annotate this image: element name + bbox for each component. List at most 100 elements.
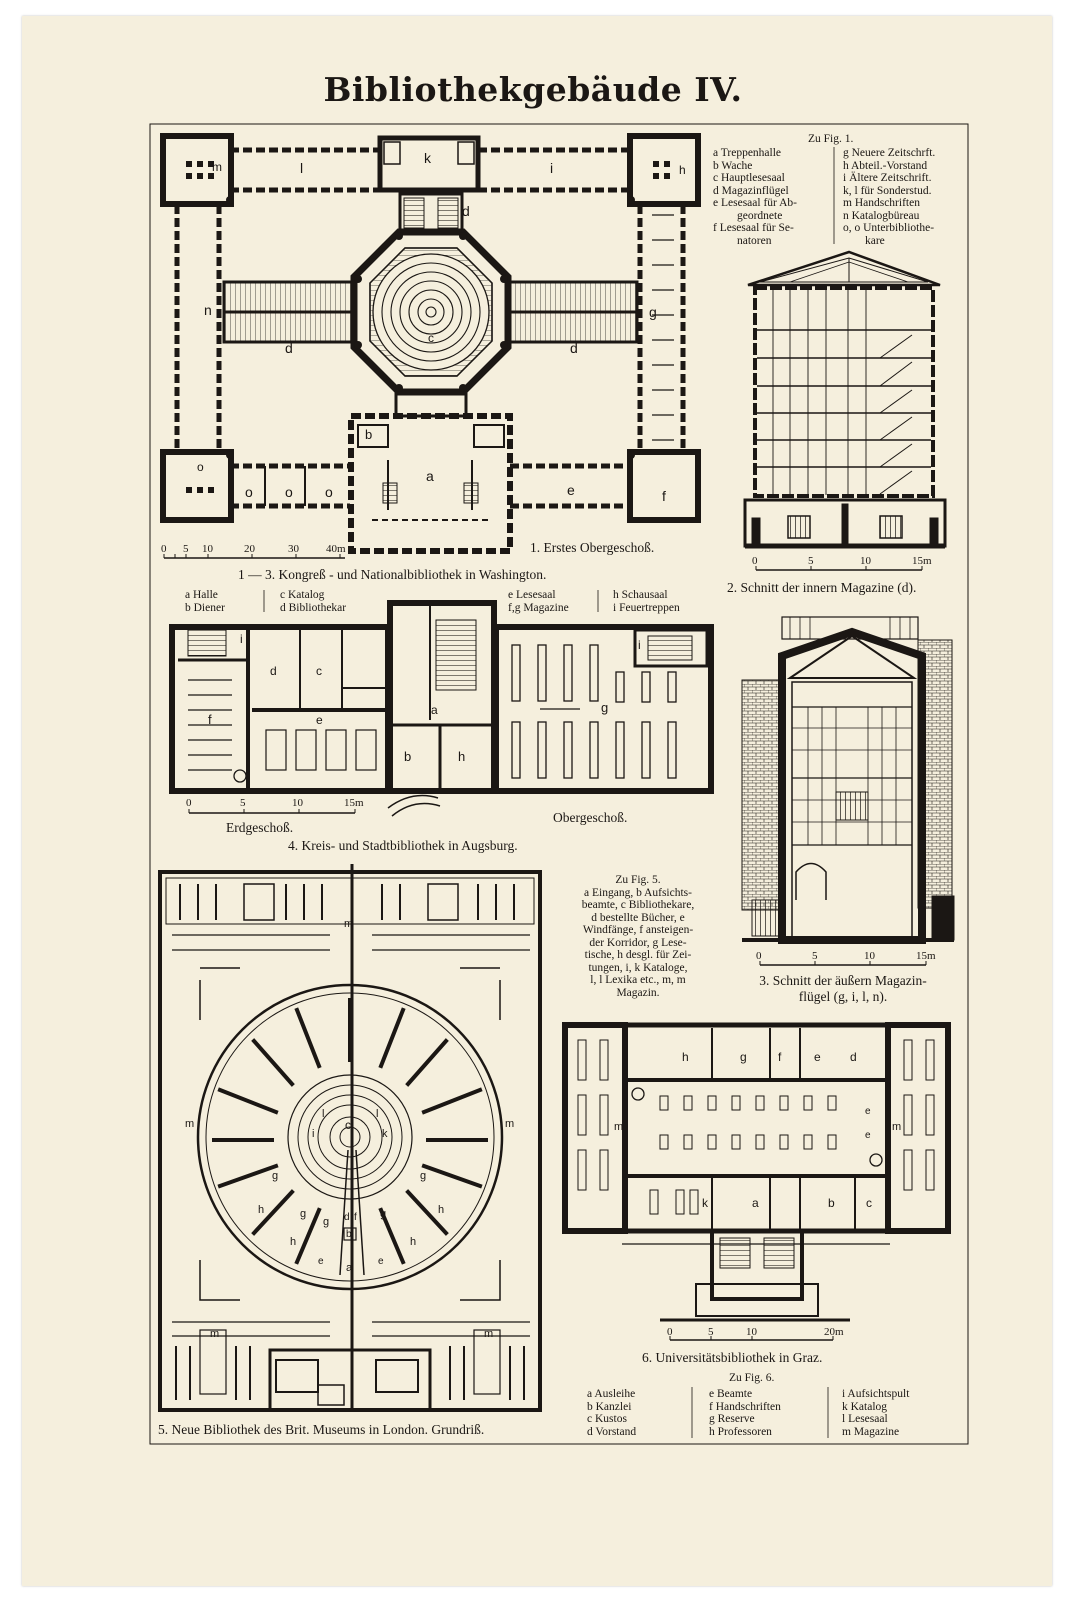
legend-entry: m Handschriften <box>843 197 920 209</box>
plan-label: m <box>344 918 354 930</box>
scale-label: 5 <box>183 543 189 555</box>
fig1-legend-heading: Zu Fig. 1. <box>808 133 854 145</box>
legend-line: Magazin. <box>616 986 660 999</box>
fig2-scale-bar <box>755 566 923 571</box>
plan-label: c <box>866 1196 872 1210</box>
legend-line: Windfänge, f ansteigen- <box>582 924 694 936</box>
plan-label: g <box>601 700 609 715</box>
plan-label: k <box>702 1196 708 1210</box>
plan-label: g <box>420 1170 427 1182</box>
plan-label: e <box>865 1106 871 1117</box>
plan-label: l <box>300 160 304 176</box>
plan-label: m <box>185 1118 195 1130</box>
plan-label: o <box>325 484 333 500</box>
fig4-caption: 4. Kreis- und Stadtbibliothek in Augsbur… <box>288 838 518 853</box>
plan-label: o <box>245 484 253 500</box>
legend-entry: c Katalog <box>280 589 325 601</box>
legend-entry: a Ausleihe <box>587 1388 636 1400</box>
legend-entry: l Lesesaal <box>842 1413 888 1425</box>
scale-label: 0 <box>667 1326 673 1338</box>
plan-label: k <box>382 1128 388 1140</box>
paper-sheet <box>22 16 1052 1586</box>
plan-label: f <box>778 1050 782 1064</box>
fig3-section <box>741 616 955 944</box>
legend-heading: Zu Fig. 5. <box>615 874 661 886</box>
fig5-plan <box>158 864 542 1412</box>
plan-label: c <box>316 664 322 678</box>
legend-entry: k, l für Sonderstud. <box>843 184 932 197</box>
fig2-caption: 2. Schnitt der innern Magazine (d). <box>727 580 917 595</box>
legend-entry: d Bibliothekar <box>280 601 347 614</box>
plan-label: m <box>212 160 222 174</box>
fig2-section <box>743 250 947 549</box>
scale-label: 15m <box>916 950 936 962</box>
fig4-plan <box>169 600 714 817</box>
legend-entry: g Reserve <box>709 1413 755 1425</box>
legend-line: der Korridor, g Lese- <box>589 936 687 949</box>
legend-line: a Eingang, b Aufsichts- <box>584 886 692 899</box>
plan-label: e <box>318 1256 324 1267</box>
fig3-caption: 3. Schnitt der äußern Magazin- flügel (g… <box>730 973 956 1005</box>
scale-label: 40m <box>326 543 346 555</box>
fig6-legend-heading: Zu Fig. 6. <box>729 1372 775 1384</box>
legend-entry: a Treppenhalle <box>713 147 782 159</box>
plan-label: g <box>300 1208 307 1220</box>
plan-label: m <box>614 1121 624 1133</box>
plan-label: e <box>865 1130 871 1141</box>
fig6-legend-col2: e Beamte f Handschriften g Reserve h Pro… <box>709 1388 781 1438</box>
fig4-legend-col4: h Schausaal i Feuertreppen <box>613 589 680 614</box>
plate-frame <box>149 123 969 1445</box>
plan-label: l <box>376 1108 379 1120</box>
legend-entry: f Handschriften <box>709 1400 781 1413</box>
legend-entry: e Beamte <box>709 1388 753 1400</box>
fig4-legend-col2: c Katalog d Bibliothekar <box>280 589 346 614</box>
fig1-scale-bar <box>163 554 345 559</box>
legend-entry: c Hauptlesesaal <box>713 172 785 184</box>
plan-label: k <box>424 150 431 166</box>
legend-entry: natoren <box>737 234 772 247</box>
plan-label: d <box>270 664 277 678</box>
legend-entry: geordnete <box>737 209 783 222</box>
fig6-caption: 6. Universitätsbibliothek in Graz. <box>642 1350 823 1365</box>
plan-label: a <box>752 1196 759 1210</box>
scale-label: 15m <box>912 555 932 567</box>
plan-label: d <box>850 1050 857 1064</box>
scale-label: 0 <box>186 797 192 809</box>
legend-entry: d Magazinflügel <box>713 184 789 197</box>
scale-label: 10 <box>292 797 303 809</box>
plan-label: m <box>210 1328 220 1340</box>
plan-label: g <box>323 1216 330 1228</box>
scale-label: 5 <box>812 950 818 962</box>
fig1-plan <box>160 133 701 554</box>
plan-label: c <box>345 1118 351 1132</box>
legend-line: tische, h desgl. für Zei- <box>584 949 692 961</box>
plan-label: i <box>550 160 554 176</box>
plan-label: b <box>346 1229 352 1240</box>
legend-entry: k Katalog <box>842 1400 888 1413</box>
scale-label: 15m <box>344 797 364 809</box>
plan-label: i <box>638 638 641 652</box>
legend-entry: c Kustos <box>587 1413 627 1425</box>
plan-label: e <box>378 1256 384 1267</box>
legend-entry: i Aufsichtspult <box>842 1388 910 1400</box>
legend-dividers <box>263 147 835 1438</box>
plan-label: h <box>458 749 466 764</box>
legend-entry: g Neuere Zeitschrft. <box>843 147 936 159</box>
plan-label: g <box>740 1050 747 1064</box>
plan-label: f <box>208 712 212 727</box>
plan-label: g <box>380 1208 387 1220</box>
scale-label: 5 <box>240 797 246 809</box>
legend-entry: n Katalogbüreau <box>843 209 920 222</box>
plan-label: m <box>505 1118 515 1130</box>
legend-entry: i Ältere Zeitschrift. <box>843 172 932 184</box>
legend-entry: f,g Magazine <box>508 601 569 614</box>
plan-label: g <box>649 304 657 320</box>
plan-label: m <box>892 1121 902 1133</box>
plan-label: h <box>290 1236 297 1248</box>
plan-label: d <box>462 203 470 219</box>
plan-label: d <box>344 1212 350 1223</box>
plan-label: g <box>272 1170 279 1182</box>
plan-label: e <box>316 713 323 727</box>
fig4-floor-right: Obergeschoß. <box>553 810 628 825</box>
